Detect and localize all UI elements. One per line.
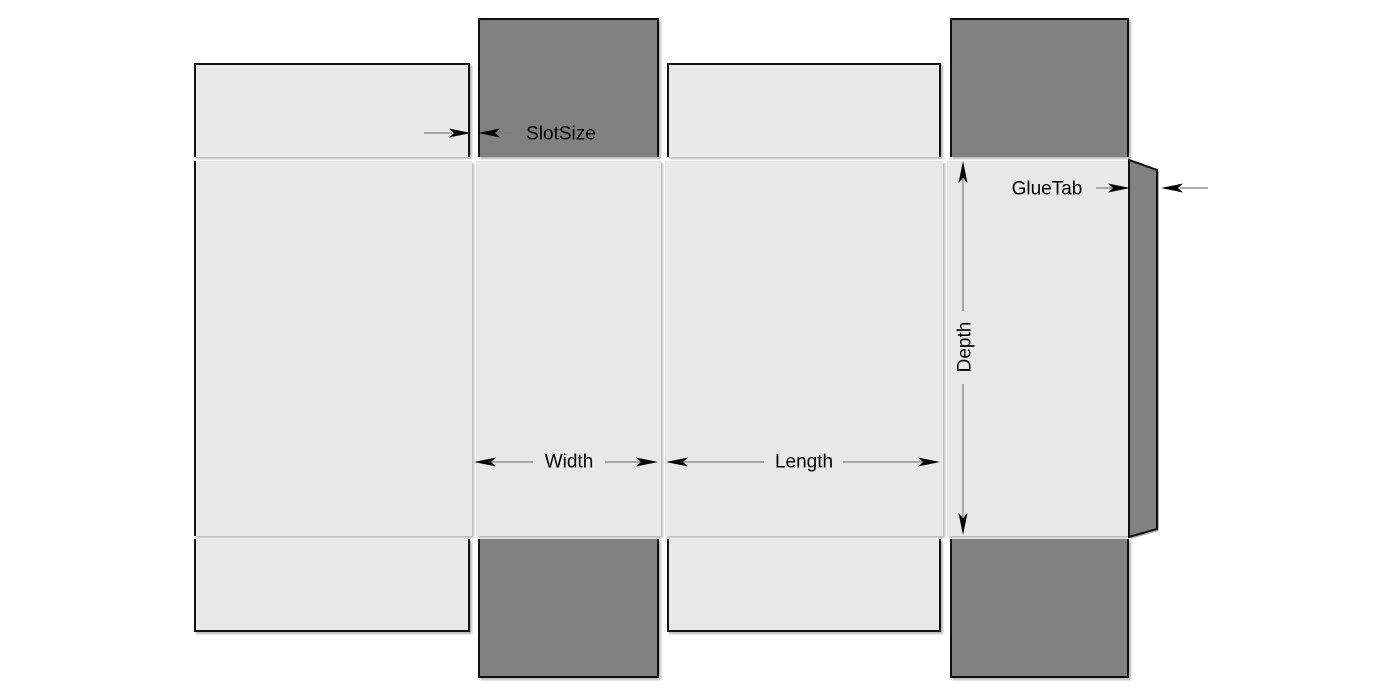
slotsize-label: SlotSize bbox=[526, 123, 596, 145]
glue-tab-shadow bbox=[1131, 162, 1159, 539]
glue-tab-shape bbox=[1128, 158, 1158, 539]
bottom-flap-length bbox=[667, 539, 941, 632]
depth-label: Depth bbox=[954, 321, 976, 373]
top-flap-width-2 bbox=[950, 18, 1129, 157]
body-panel-width-2 bbox=[947, 161, 1129, 536]
top-flap-length bbox=[667, 63, 941, 157]
bottom-flap-width-2 bbox=[950, 539, 1129, 678]
bottom-flap-panel-1 bbox=[194, 539, 470, 632]
top-flap-width-1 bbox=[478, 18, 659, 157]
width-label: Width bbox=[544, 451, 594, 473]
bottom-flap-width-1 bbox=[478, 539, 659, 678]
top-flap-panel-1 bbox=[194, 63, 470, 157]
body-panel-length bbox=[665, 161, 943, 536]
length-label: Length bbox=[774, 451, 834, 473]
gluetab-arrow-left-icon bbox=[1161, 183, 1183, 193]
body-panel-1 bbox=[194, 161, 472, 536]
gluetab-label: GlueTab bbox=[1011, 178, 1083, 200]
body-panel-width bbox=[476, 161, 661, 536]
